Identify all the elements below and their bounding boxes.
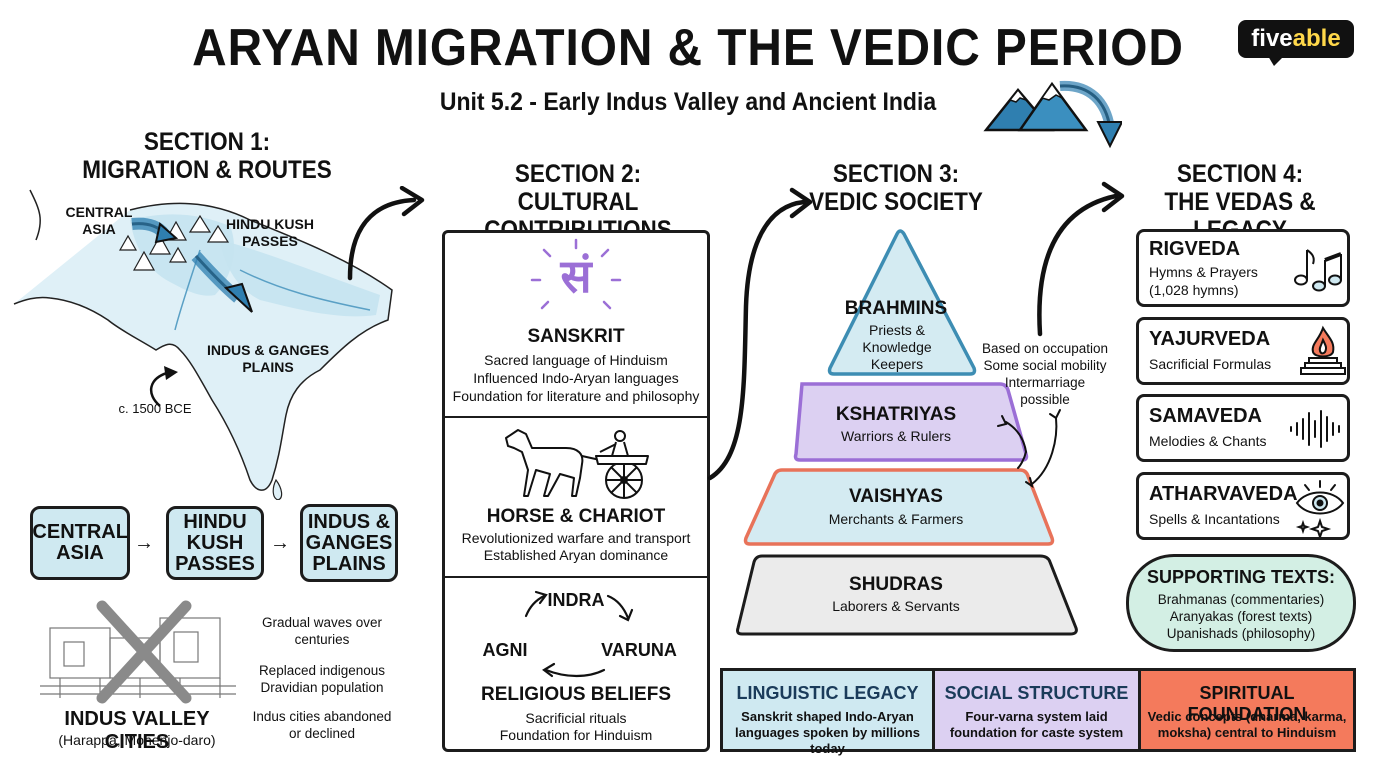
- note-replaced: Replaced indigenous Dravidian population: [258, 663, 386, 695]
- page-title: ARYAN MIGRATION & THE VEDIC PERIOD: [192, 19, 1184, 77]
- page-subtitle: Unit 5.2 - Early Indus Valley and Ancien…: [439, 88, 937, 116]
- god-varuna: VARUNA: [601, 640, 677, 660]
- supporting-texts: SUPPORTING TEXTS: Brahmanas (commentarie…: [1126, 554, 1356, 652]
- religion-line-2: Foundation for Hinduism: [499, 727, 653, 743]
- flow-plains: INDUS & GANGES PLAINS: [300, 504, 398, 582]
- note-abandoned: Indus cities abandoned or declined: [252, 709, 392, 741]
- arrow-to-section2: [347, 186, 425, 281]
- panel-divider-2: [444, 576, 708, 578]
- flow-central-asia: CENTRAL ASIA: [30, 506, 130, 580]
- sanskrit-line-2: Influenced Indo-Aryan languages: [473, 370, 679, 386]
- tier-brahmins: BRAHMINS: [844, 298, 948, 319]
- fiveable-logo[interactable]: fiveable: [1238, 20, 1354, 58]
- map-label-date: c. 1500 BCE: [118, 401, 192, 416]
- cities-subtitle: (Harappa, Mohenjo-daro): [58, 732, 216, 748]
- tier-shudras-desc: Laborers & Servants: [832, 598, 960, 614]
- map-label-hindu-kush: HINDU KUSH PASSES: [226, 216, 314, 249]
- sanskrit-glyph: सं: [560, 249, 592, 303]
- note-waves: Gradual waves over centuries: [261, 615, 383, 647]
- eye-icon: [1295, 480, 1345, 537]
- veda-yajurveda: YAJURVEDA Sacrificial Formulas: [1136, 317, 1350, 385]
- map-label-plains: INDUS & GANGES PLAINS: [206, 342, 330, 375]
- horse-chariot-icon: [505, 429, 649, 499]
- section3-heading: SECTION 3: VEDIC SOCIETY: [809, 160, 983, 216]
- mountain-arrow-icon: [983, 80, 1122, 149]
- tier-shudras: SHUDRAS: [849, 574, 943, 595]
- flow-hindu-kush: HINDU KUSH PASSES: [166, 506, 264, 580]
- religion-title: RELIGIOUS BELIEFS: [480, 684, 672, 705]
- gods-cycle-arrows: [524, 590, 634, 678]
- flow-arrow-2: →: [270, 532, 290, 554]
- legacy-bar: LINGUISTIC LEGACY Sanskrit shaped Indo-A…: [720, 668, 1356, 756]
- tier-vaishyas-desc: Merchants & Farmers: [828, 511, 964, 527]
- horse-line-1: Revolutionized warfare and transport: [461, 530, 691, 546]
- panel-divider-1: [444, 416, 708, 418]
- veda-atharvaveda: ATHARVAVEDA Spells & Incantations: [1136, 472, 1350, 540]
- religion-line-1: Sacrificial rituals: [525, 710, 627, 726]
- fire-altar-icon: [1300, 325, 1346, 375]
- god-indra: INDRA: [547, 590, 605, 610]
- arrow-to-section3: [707, 187, 813, 481]
- sound-wave-icon: [1290, 410, 1340, 448]
- mobility-note: Based on occupation Some social mobility…: [981, 341, 1109, 407]
- music-notes-icon: [1294, 249, 1342, 292]
- logo-tail: [1268, 56, 1284, 66]
- veda-rigveda: RIGVEDA Hymns & Prayers (1,028 hymns): [1136, 229, 1350, 307]
- arrow-to-section4: [1037, 181, 1125, 337]
- flow-arrow-1: →: [134, 532, 154, 554]
- section1-heading: SECTION 1: MIGRATION & ROUTES: [82, 128, 332, 184]
- cities-title: INDUS VALLEY CITIES: [64, 708, 210, 753]
- mobility-arrows: [997, 409, 1061, 489]
- india-map: [13, 189, 393, 500]
- sanskrit-line-3: Foundation for literature and philosophy: [452, 388, 700, 404]
- god-agni: AGNI: [482, 640, 528, 660]
- legacy-social: SOCIAL STRUCTURE Four-varna system laid …: [935, 671, 1141, 749]
- tier-brahmins-desc: Priests & Knowledge Keepers: [862, 322, 932, 372]
- horse-line-2: Established Aryan dominance: [483, 547, 669, 563]
- sanskrit-rays-icon: [530, 238, 622, 310]
- sanskrit-title: SANSKRIT: [527, 326, 625, 347]
- horse-title: HORSE & CHARIOT: [486, 506, 666, 527]
- tier-kshatriyas-desc: Warriors & Rulers: [841, 428, 951, 444]
- map-label-central-asia: CENTRAL ASIA: [65, 204, 133, 237]
- tier-vaishyas: VAISHYAS: [849, 486, 943, 507]
- veda-samaveda: SAMAVEDA Melodies & Chants: [1136, 394, 1350, 462]
- legacy-linguistic: LINGUISTIC LEGACY Sanskrit shaped Indo-A…: [723, 671, 935, 756]
- cultural-panel: [442, 230, 710, 752]
- sanskrit-line-1: Sacred language of Hinduism: [484, 352, 668, 368]
- legacy-spiritual: SPIRITUAL FOUNDATION Vedic concepts (dha…: [1141, 671, 1353, 749]
- tier-kshatriyas: KSHATRIYAS: [835, 404, 957, 425]
- ruined-city-icon: [40, 600, 236, 704]
- varna-pyramid: [736, 229, 1078, 636]
